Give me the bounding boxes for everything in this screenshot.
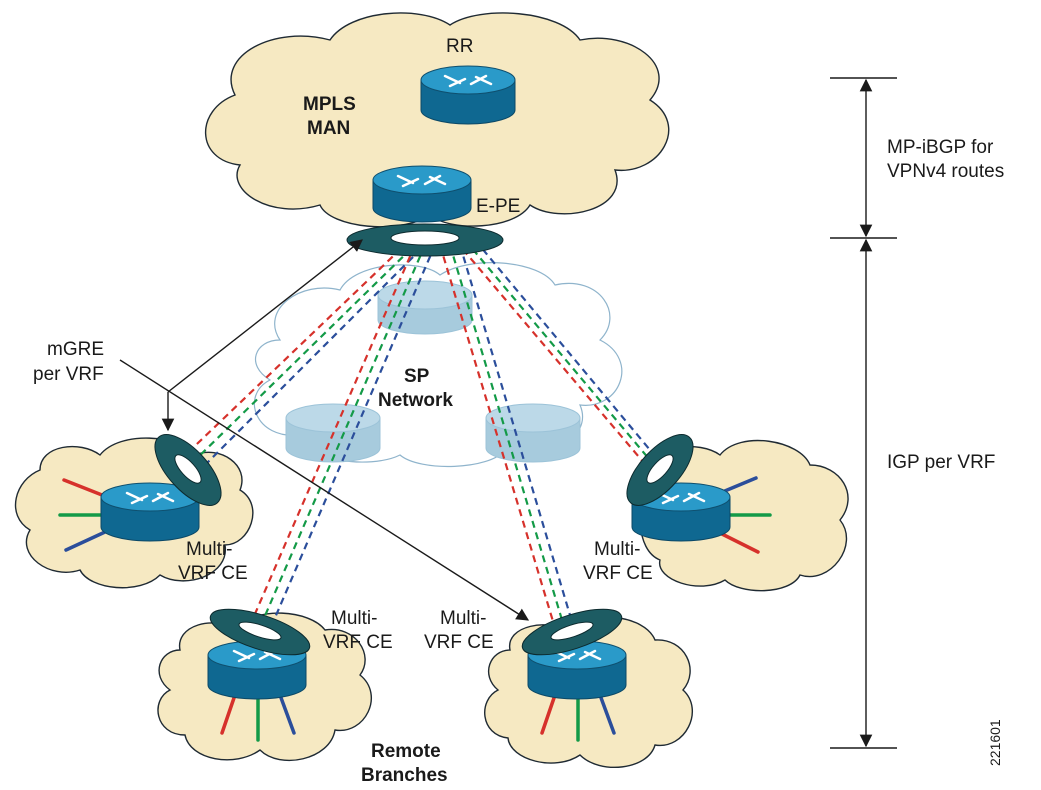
rr-router <box>420 65 516 125</box>
ce-tunnel-ring-left <box>154 434 222 506</box>
ce-right-label-line1: Multi- <box>594 539 640 560</box>
ce-router-left <box>58 478 200 552</box>
ce-tunnel-ring-bottom-left <box>209 608 311 656</box>
router-icon <box>125 491 175 505</box>
epe-router <box>372 165 472 223</box>
router-icon <box>552 649 602 663</box>
mgre-label-line2: per VRF <box>33 364 104 385</box>
sp-label-line1: SP <box>404 366 430 387</box>
router-icon <box>656 491 706 505</box>
sp-router-right <box>485 403 581 463</box>
ce-bottom-left-label-line2: VRF CE <box>323 632 393 653</box>
ce-tunnel-ring-bottom-right <box>521 608 623 656</box>
mpls-label-line1: MPLS <box>303 94 356 115</box>
epe-tunnel-ring <box>346 223 504 257</box>
epe-label: E-PE <box>476 196 520 217</box>
igp-label: IGP per VRF <box>887 452 995 473</box>
sp-router-left <box>285 403 381 463</box>
remote-label-line1: Remote <box>371 741 441 762</box>
mpibgp-label-line1: MP-iBGP for <box>887 137 994 158</box>
ce-left-label-line1: Multi- <box>186 539 232 560</box>
ce-left-label-line2: VRF CE <box>178 563 248 584</box>
router-icon <box>396 174 447 188</box>
mpibgp-label-line2: VPNv4 routes <box>887 161 1004 182</box>
ce-router-bottom-left <box>207 640 307 742</box>
mgre-label-line1: mGRE <box>47 339 104 360</box>
ce-tunnel-ring-right <box>626 434 694 506</box>
ce-bottom-right-label-line2: VRF CE <box>424 632 494 653</box>
router-icon <box>443 74 493 88</box>
mgre-pointer-arrows <box>119 239 530 621</box>
figure-id: 221601 <box>987 719 1003 766</box>
ce-right-label-line2: VRF CE <box>583 563 653 584</box>
scope-brackets <box>830 77 897 749</box>
ce-router-right <box>631 476 772 554</box>
ce-bottom-right-label-line1: Multi- <box>440 608 486 629</box>
vrf-tunnels <box>174 239 671 635</box>
rr-label: RR <box>446 36 473 57</box>
ce-bottom-left-label-line1: Multi- <box>331 608 377 629</box>
mpls-label-line2: MAN <box>307 118 350 139</box>
remote-label-line2: Branches <box>361 765 448 786</box>
sp-label-line2: Network <box>378 390 453 411</box>
